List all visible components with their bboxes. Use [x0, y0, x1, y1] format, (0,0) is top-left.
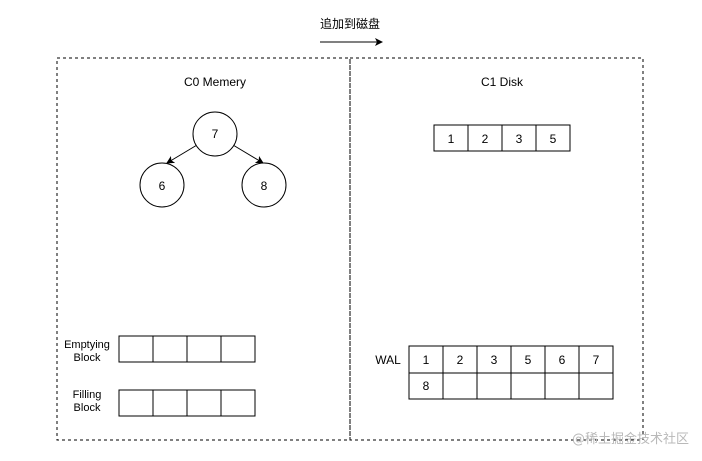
- memory-panel: [56, 57, 351, 441]
- filling-block-cell: [118, 389, 154, 417]
- emptying-block-cell: [118, 335, 154, 363]
- wal-cell: [544, 372, 580, 400]
- sstable-cell: [467, 124, 503, 152]
- filling-block-cell: [186, 389, 222, 417]
- wal-cell-value: 1: [423, 353, 430, 367]
- wal-cell-value: 5: [525, 353, 532, 367]
- sstable-row: 1 2 3 5: [433, 124, 571, 152]
- sstable-cell-value: 5: [550, 132, 557, 146]
- filling-block-cell: [152, 389, 188, 417]
- tree-node-left: [139, 162, 185, 208]
- disk-panel: [349, 57, 644, 441]
- emptying-block-label-line2: Block: [74, 352, 101, 364]
- sstable-cell-value: 2: [482, 132, 489, 146]
- wal-cell-value: 8: [423, 379, 430, 393]
- sstable-cell: [501, 124, 537, 152]
- emptying-block-cell: [186, 335, 222, 363]
- filling-block-cell: [220, 389, 256, 417]
- append-to-disk-label: 追加到磁盘: [320, 16, 380, 31]
- tree-node-right: [241, 162, 287, 208]
- sstable-cell-value: 3: [516, 132, 523, 146]
- wal-cell-value: 6: [559, 353, 566, 367]
- wal-cell-value: 7: [593, 353, 600, 367]
- emptying-block-cell: [152, 335, 188, 363]
- tree-node-root-label: 7: [212, 127, 219, 141]
- tree-node-left-label: 6: [159, 179, 166, 193]
- memory-panel-title: C0 Memery: [184, 75, 246, 89]
- watermark: @稀土掘金技术社区: [572, 431, 689, 447]
- filling-block: [118, 389, 256, 417]
- sstable-cell-value: 1: [448, 132, 455, 146]
- wal-cell: [476, 372, 512, 400]
- tree-edge-left: [166, 144, 198, 164]
- emptying-block-cell: [220, 335, 256, 363]
- sstable-cell: [433, 124, 469, 152]
- wal-grid: 1 2 3 5 6 7 8: [408, 345, 614, 400]
- wal-cell: [578, 372, 614, 400]
- emptying-block-label-line1: Emptying: [64, 339, 110, 351]
- wal-cell: [408, 345, 444, 374]
- filling-block-label-line1: Filling: [73, 389, 102, 401]
- tree-edge-right: [232, 144, 264, 164]
- emptying-block: [118, 335, 256, 363]
- wal-cell: [510, 372, 546, 400]
- wal-label: WAL: [375, 353, 401, 367]
- tree-node-right-label: 8: [261, 179, 268, 193]
- tree-node-root: [192, 111, 238, 157]
- wal-cell-value: 2: [457, 353, 464, 367]
- wal-cell: [578, 345, 614, 374]
- filling-block-label-line2: Block: [74, 402, 101, 414]
- wal-cell-value: 3: [491, 353, 498, 367]
- sstable-cell: [535, 124, 571, 152]
- disk-panel-title: C1 Disk: [481, 75, 524, 89]
- wal-cell: [442, 372, 478, 400]
